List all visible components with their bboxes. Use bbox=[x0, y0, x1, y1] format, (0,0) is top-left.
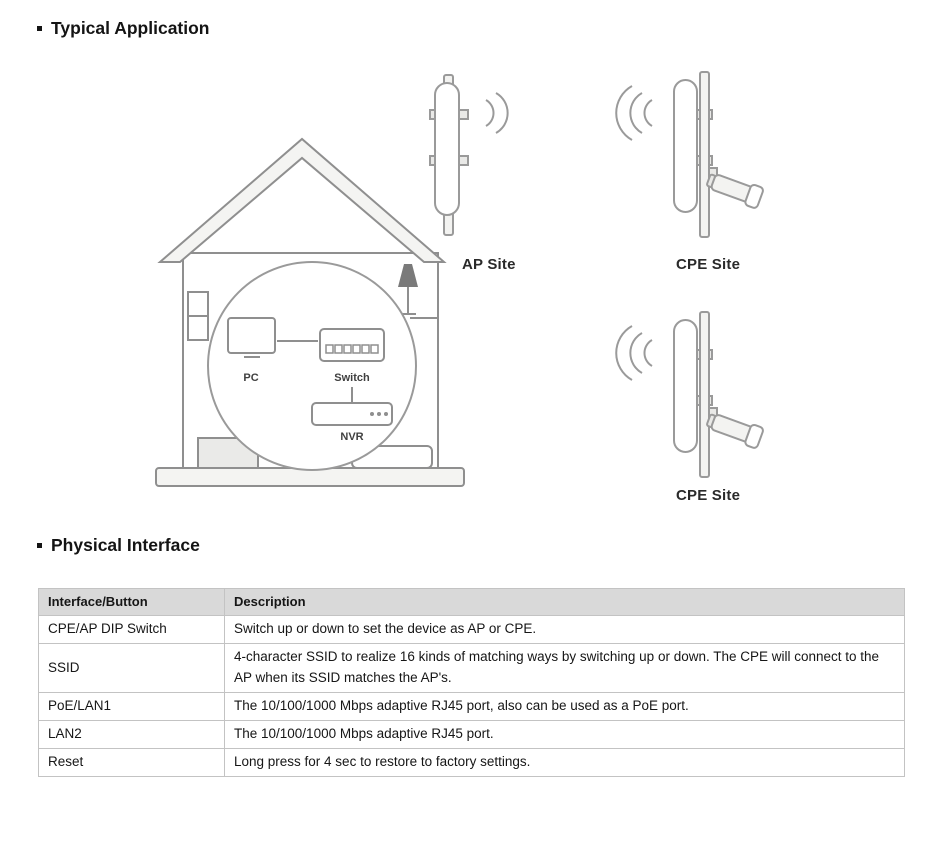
description-cell: The 10/100/1000 Mbps adaptive RJ45 port,… bbox=[224, 691, 905, 721]
ap-site-label: AP Site bbox=[462, 256, 516, 273]
nvr-label: NVR bbox=[340, 431, 363, 443]
description-cell: 4-character SSID to realize 16 kinds of … bbox=[224, 643, 905, 693]
switch-label: Switch bbox=[334, 372, 370, 384]
magnifier-circle bbox=[207, 261, 417, 471]
table-header-description: Description bbox=[224, 587, 905, 617]
section-heading-typical-application: Typical Application bbox=[37, 18, 210, 39]
ap-panel bbox=[434, 82, 460, 216]
window-icon bbox=[187, 291, 209, 341]
physical-interface-table: Interface/Button Description CPE/AP DIP … bbox=[38, 587, 905, 777]
square-bullet-icon bbox=[37, 543, 42, 548]
table-row-poe-lan1: PoE/LAN1 The 10/100/1000 Mbps adaptive R… bbox=[38, 691, 905, 721]
cpe-site-bottom-label: CPE Site bbox=[676, 487, 740, 504]
section-title: Physical Interface bbox=[51, 535, 200, 555]
pc-icon bbox=[227, 317, 276, 358]
typical-application-diagram: PC Switch NVR AP Site CPE Site CPE Site bbox=[155, 71, 766, 504]
nvr-icon bbox=[311, 402, 393, 426]
magnifier-view: PC Switch NVR bbox=[207, 261, 417, 471]
pc-label: PC bbox=[243, 372, 258, 384]
cpe-site-top-label: CPE Site bbox=[676, 256, 740, 273]
table-row-ssid: SSID 4-character SSID to realize 16 kind… bbox=[38, 643, 905, 693]
section-title: Typical Application bbox=[51, 18, 210, 38]
description-cell: The 10/100/1000 Mbps adaptive RJ45 port. bbox=[224, 719, 905, 749]
table-row-lan2: LAN2 The 10/100/1000 Mbps adaptive RJ45 … bbox=[38, 719, 905, 749]
switch-icon bbox=[319, 328, 385, 362]
interface-cell: Reset bbox=[38, 747, 225, 777]
cpe-device-top bbox=[615, 71, 766, 238]
signal-waves-ap-icon bbox=[485, 92, 509, 134]
table-header-interface: Interface/Button bbox=[38, 587, 225, 617]
house-roof bbox=[157, 137, 447, 263]
interface-cell: PoE/LAN1 bbox=[38, 691, 225, 721]
cpe-device-bottom bbox=[615, 311, 766, 478]
table-row-cpe-ap-dip-switch: CPE/AP DIP Switch Switch up or down to s… bbox=[38, 615, 905, 645]
description-cell: Switch up or down to set the device as A… bbox=[224, 615, 905, 645]
interface-cell: CPE/AP DIP Switch bbox=[38, 615, 225, 645]
interface-cell: LAN2 bbox=[38, 719, 225, 749]
interface-cell: SSID bbox=[38, 643, 225, 693]
section-heading-physical-interface: Physical Interface bbox=[37, 535, 200, 556]
ap-device bbox=[429, 74, 509, 236]
table-row-reset: Reset Long press for 4 sec to restore to… bbox=[38, 747, 905, 777]
table-header-row: Interface/Button Description bbox=[38, 587, 905, 617]
square-bullet-icon bbox=[37, 26, 42, 31]
description-cell: Long press for 4 sec to restore to facto… bbox=[224, 747, 905, 777]
